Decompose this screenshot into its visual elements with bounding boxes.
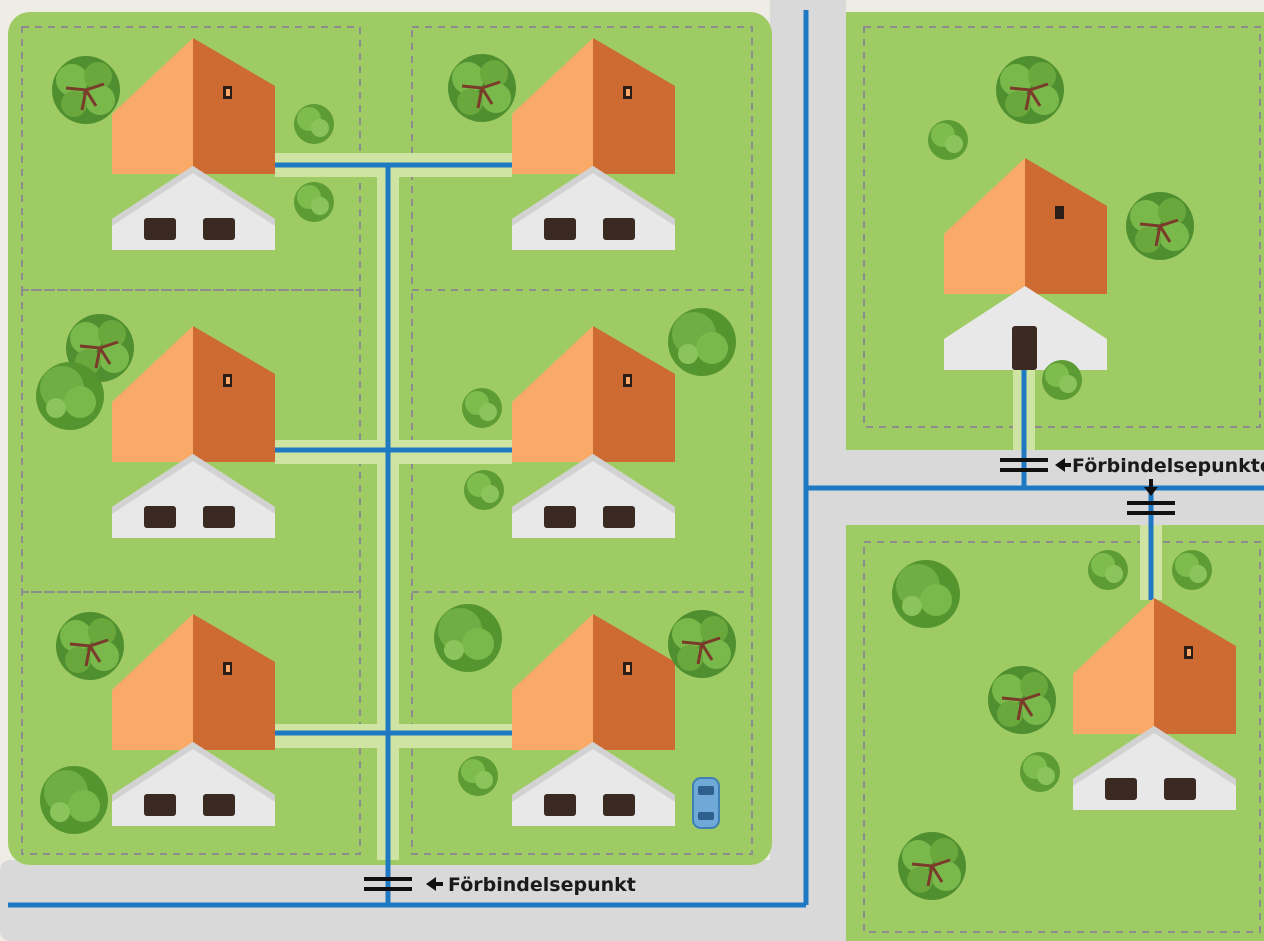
arrow-left-icon (1055, 458, 1071, 472)
tree-icon (462, 388, 502, 428)
tree-icon (928, 120, 968, 160)
tree-icon (294, 182, 334, 222)
connection-point-label: Förbindelsepunkt (448, 874, 636, 896)
tree-icon (464, 470, 504, 510)
tree-icon (892, 560, 960, 628)
tree-icon (1020, 752, 1060, 792)
house-icon (944, 158, 1107, 370)
tree-icon (1042, 360, 1082, 400)
tree-icon (40, 766, 108, 834)
tree-icon (1088, 550, 1128, 590)
tree-icon (1124, 190, 1196, 262)
tree-icon (446, 52, 518, 124)
tree-icon (458, 756, 498, 796)
tree-icon (50, 54, 122, 126)
tree-icon (896, 830, 968, 902)
tree-icon (668, 308, 736, 376)
tree-icon (994, 54, 1066, 126)
tree-icon (54, 610, 126, 682)
tree-icon (36, 362, 104, 430)
tree-icon (294, 104, 334, 144)
water-pipes (8, 10, 1264, 908)
arrow-down-icon (1144, 479, 1158, 496)
tree-icon (434, 604, 502, 672)
connection-points: Förbindelsepunkt Förbindelsepunkter (364, 455, 1264, 896)
houses (112, 38, 1236, 826)
tree-icon (1172, 550, 1212, 590)
connection-points-label: Förbindelsepunkter (1072, 455, 1264, 477)
tree-icon (666, 608, 738, 680)
car-icon (692, 777, 720, 829)
arrow-left-icon (426, 877, 443, 891)
tree-icon (986, 664, 1058, 736)
